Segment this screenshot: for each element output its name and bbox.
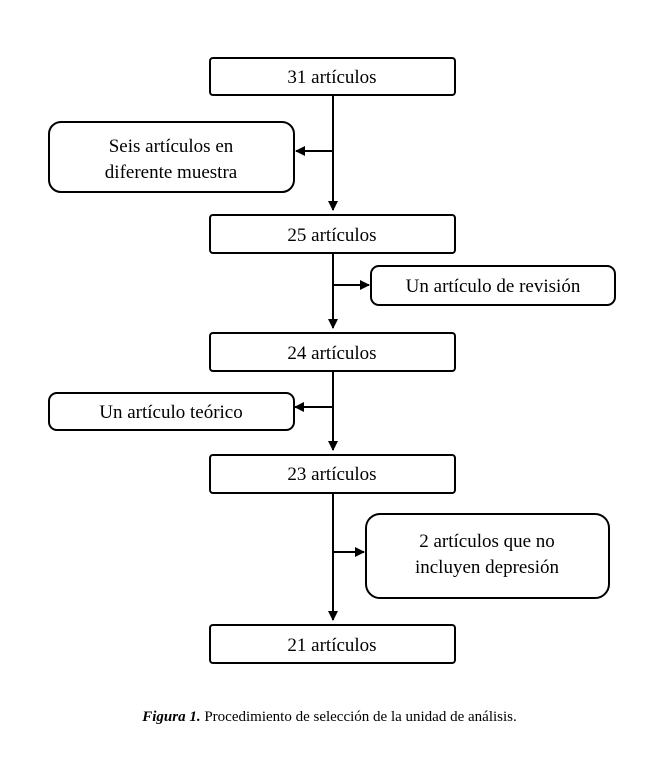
box-label: 21 artículos — [287, 635, 376, 656]
box-21-articulos: 21 artículos — [209, 624, 456, 664]
box-label: 25 artículos — [287, 225, 376, 246]
box-label: 23 artículos — [287, 464, 376, 485]
box-24-articulos: 24 artículos — [209, 332, 456, 372]
exclusion-label-line-2: diferente muestra — [105, 162, 238, 183]
exclusion-label-line-1: 2 artículos que no — [419, 531, 555, 552]
box-label: 24 artículos — [287, 343, 376, 364]
box-31-articulos: 31 artículos — [209, 57, 456, 96]
exclusion-seis-articulos: Seis artículos en diferente muestra — [48, 121, 295, 193]
flowchart: 31 artículos Seis artículos en diferente… — [48, 57, 616, 664]
figure-caption: Figura 1. Procedimiento de selección de … — [0, 709, 659, 726]
box-label: 31 artículos — [287, 67, 376, 88]
exclusion-label-line-2: incluyen depresión — [415, 557, 560, 578]
figure-label: Figura 1. — [142, 709, 201, 725]
box-23-articulos: 23 artículos — [209, 454, 456, 494]
exclusion-label: Un artículo de revisión — [406, 276, 581, 297]
exclusion-articulo-revision: Un artículo de revisión — [370, 265, 616, 306]
box-25-articulos: 25 artículos — [209, 214, 456, 254]
figure-caption-text: Procedimiento de selección de la unidad … — [200, 709, 517, 725]
exclusion-label: Un artículo teórico — [99, 402, 243, 423]
exclusion-dos-articulos: 2 artículos que no incluyen depresión — [365, 513, 610, 599]
exclusion-articulo-teorico: Un artículo teórico — [48, 392, 295, 431]
exclusion-label-line-1: Seis artículos en — [109, 136, 234, 157]
